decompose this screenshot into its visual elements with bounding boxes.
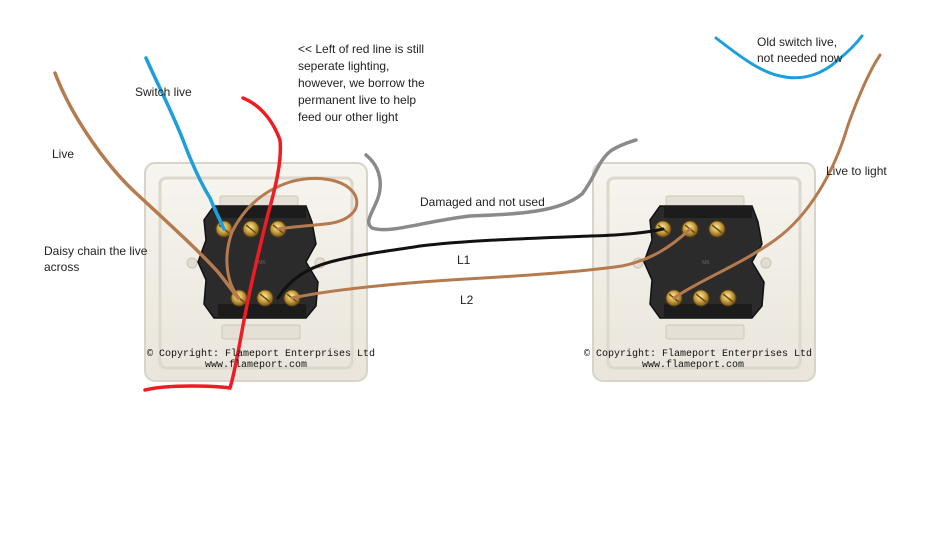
wire-l2-brown: [290, 227, 692, 300]
wire-old-switch-live-blue: [714, 34, 864, 80]
label-live-to-light: Live to light: [826, 164, 887, 178]
wire-live-main: [53, 71, 240, 300]
svg-text:MK: MK: [702, 260, 710, 266]
wire-l1-black: [276, 227, 665, 300]
left-top-terminals: [215, 220, 287, 238]
label-l1: L1: [457, 253, 471, 267]
label-switch-live: Switch live: [135, 85, 192, 99]
red-divider-line: [143, 96, 283, 392]
left-website: www.flameport.com: [205, 360, 308, 371]
left-faceplate-inner: [158, 176, 354, 370]
wire-switch-live-blue: [144, 56, 226, 231]
right-copyright: © Copyright: Flameport Enterprises Ltd: [584, 349, 813, 360]
left-copyright: © Copyright: Flameport Enterprises Ltd: [147, 349, 376, 360]
label-damaged: Damaged and not used: [420, 195, 545, 209]
left-bottom-terminals: [230, 289, 301, 307]
label-left-note: << Left of red line is still seperate li…: [298, 42, 425, 124]
wire-daisy-chain-loop: [225, 176, 359, 300]
right-faceplate-inner: [606, 176, 802, 370]
label-daisy-chain: Daisy chain the live across: [44, 244, 148, 274]
wire-live-to-light: [672, 53, 882, 300]
svg-text:MK: MK: [258, 260, 266, 266]
label-old-switch-live: Old switch live, not needed now: [757, 35, 843, 65]
wire-damaged-grey: [364, 138, 638, 232]
right-switch: MK: [592, 162, 816, 382]
label-l2: L2: [460, 293, 474, 307]
label-live: Live: [52, 147, 75, 161]
right-website: www.flameport.com: [642, 360, 745, 371]
